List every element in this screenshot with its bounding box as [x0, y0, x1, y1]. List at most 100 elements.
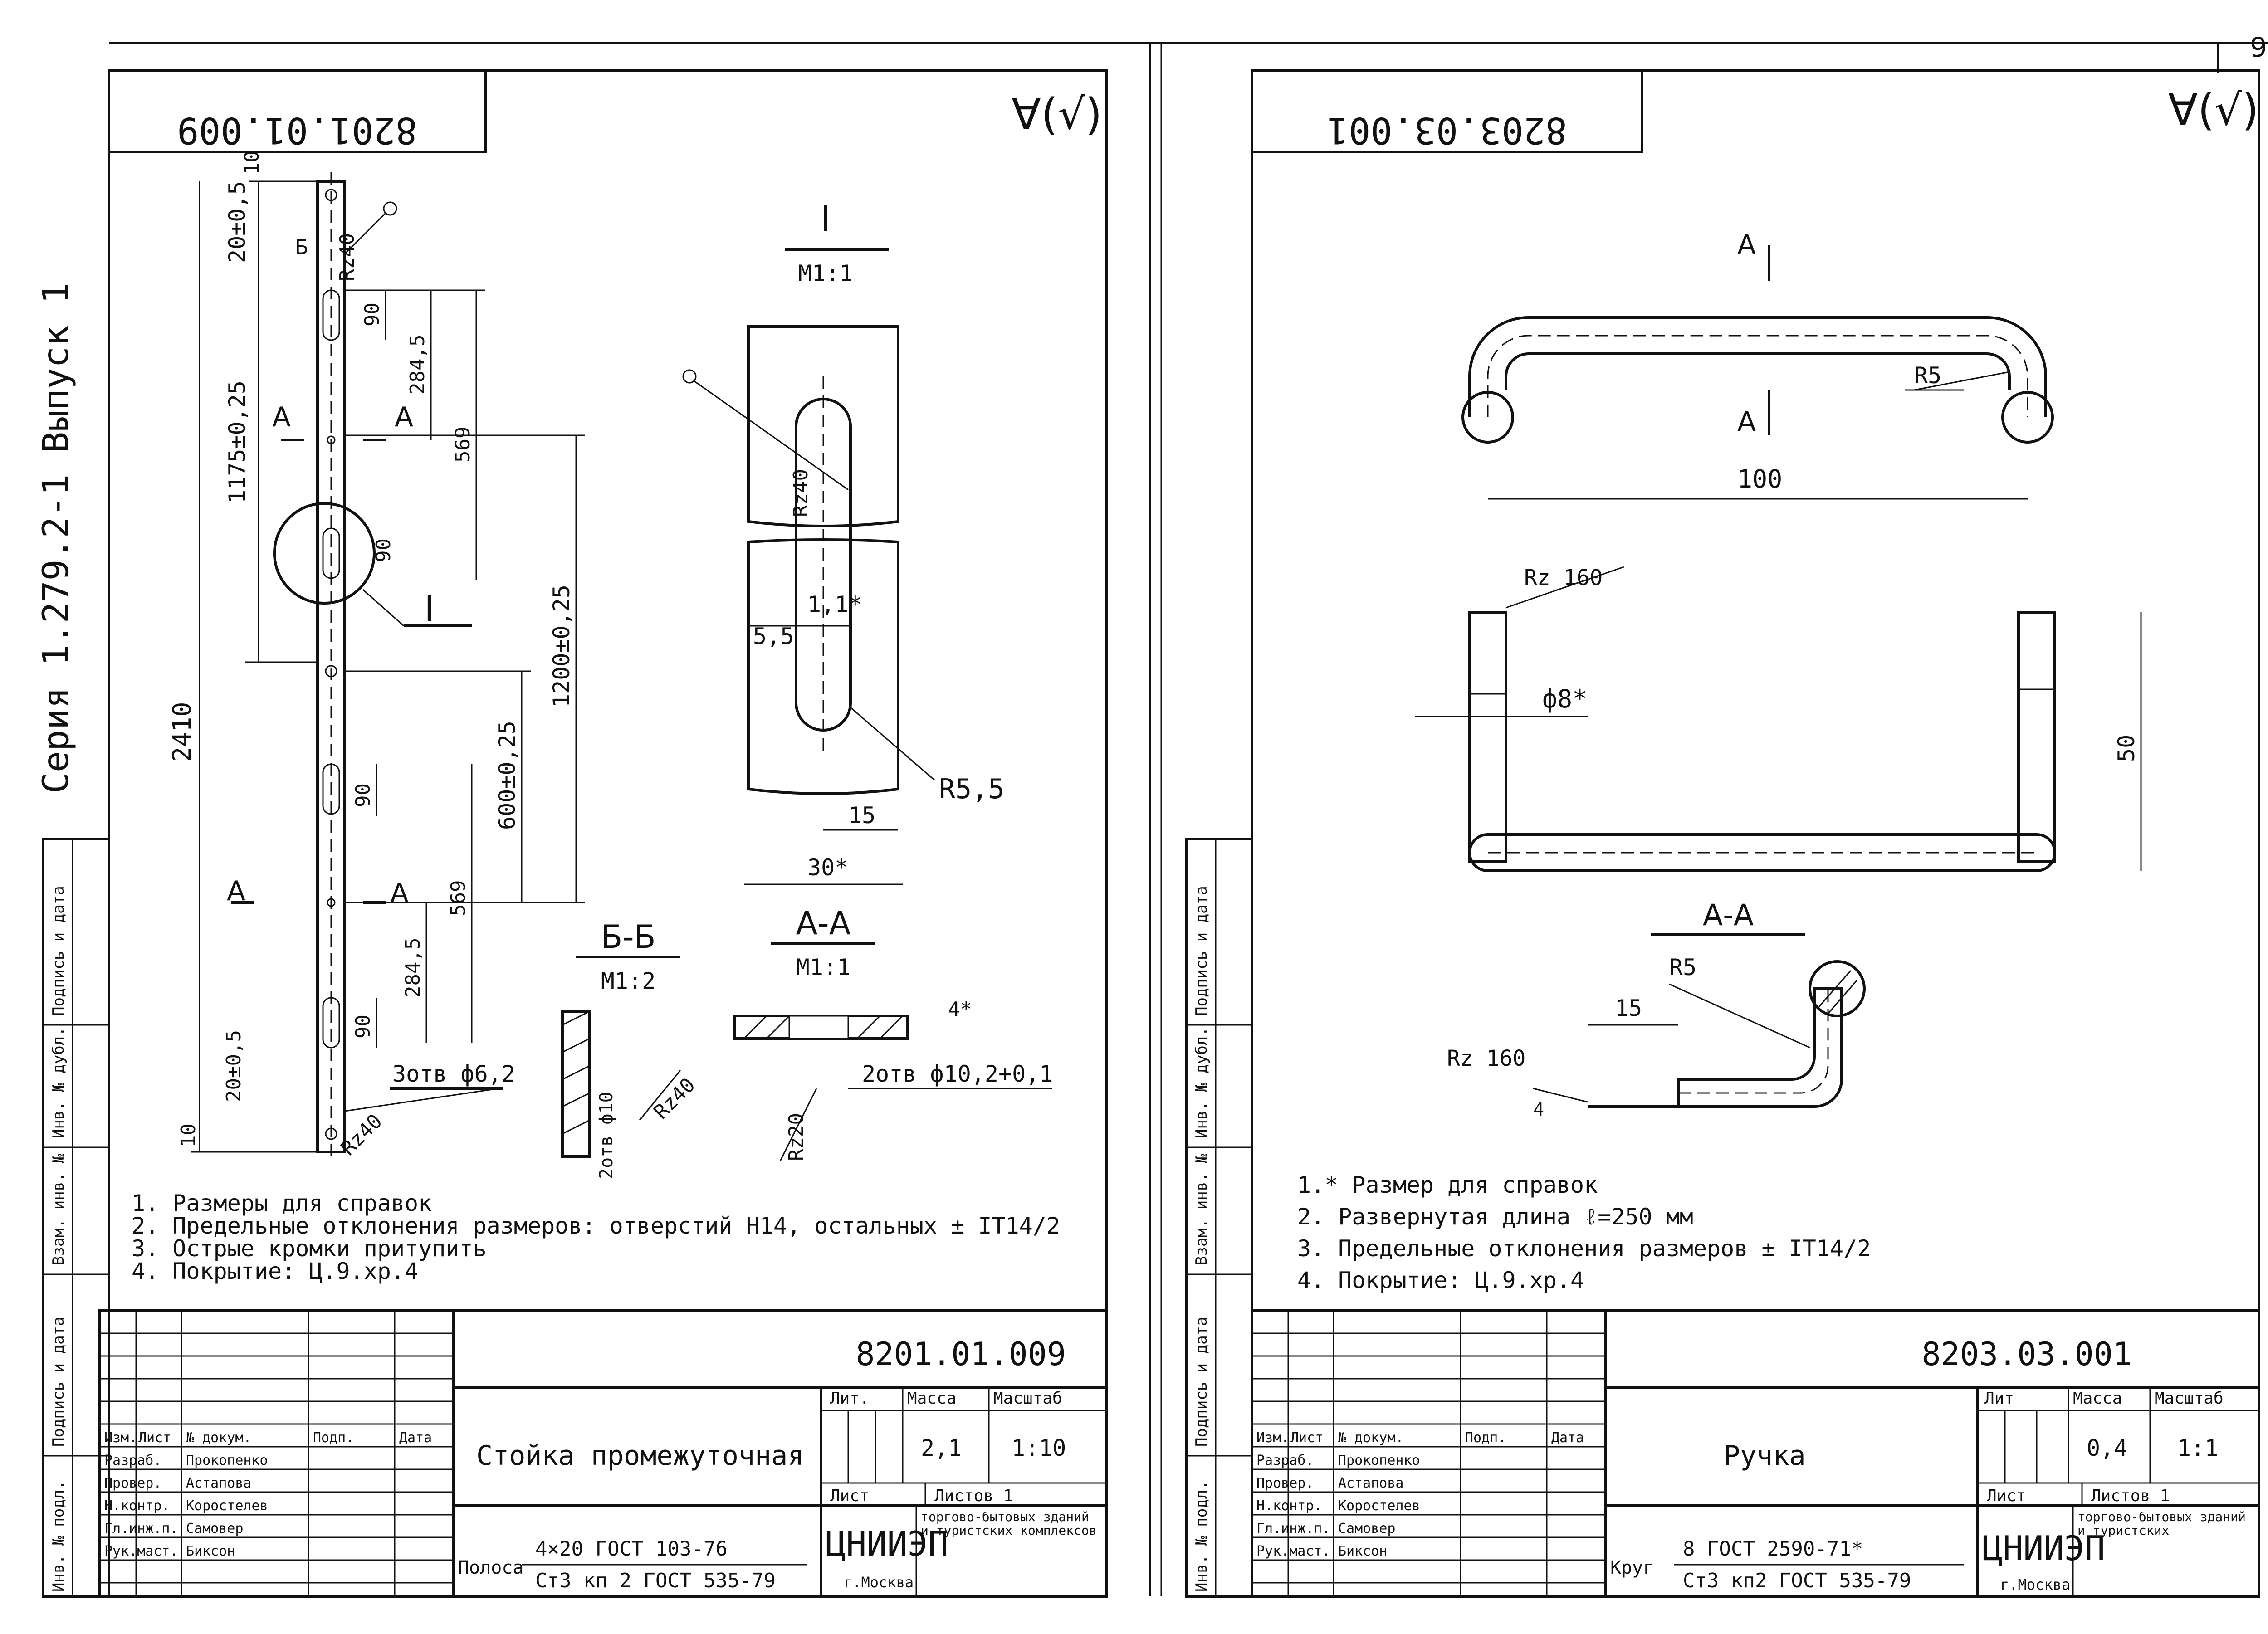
left-tb-org-sub-wrap: торгово-бытовых зданий и туристских комп…	[921, 1510, 1097, 1537]
left-tb-date: Дата	[399, 1430, 432, 1446]
right-note-4: 4. Покрытие: Ц.9.хр.4	[1297, 1267, 1584, 1293]
r55: R5,5	[939, 773, 1005, 805]
right-rz160b: Rz 160	[1447, 1046, 1525, 1071]
left-tb-role-1: Разраб.	[104, 1453, 161, 1468]
right-tb-material-prefix: Круг	[1610, 1557, 1654, 1578]
right-note-1: 1.* Размер для справок	[1297, 1172, 1598, 1198]
hatch-aa-2	[766, 1015, 790, 1039]
left-tb-sign: Подп.	[313, 1430, 354, 1446]
left-tb-role-4: Гл.инж.п.	[104, 1521, 178, 1536]
r5-leader	[1914, 371, 2010, 391]
right-section-aa-axis	[1678, 989, 1829, 1094]
right-label-a2: А	[1737, 406, 1756, 438]
detail-view-bottom-part	[747, 538, 899, 795]
left-tb-frame	[98, 1309, 1108, 1598]
right-side-stamp: Подпись и дата Инв. № дубл. Взам. инв. №…	[1185, 838, 1253, 1598]
left-tb-list: Лист	[138, 1430, 171, 1446]
left-tb-org: ЦНИИЭП	[826, 1524, 948, 1564]
right-rz160a: Rz 160	[1524, 565, 1603, 590]
right-hatch-2	[1827, 979, 1858, 1014]
hatch-aa-3	[856, 1015, 881, 1039]
left-tb-name-3: Коростелев	[186, 1498, 268, 1514]
label-a1: А	[272, 401, 291, 433]
right-roughness-mark: ∀(√)	[2168, 85, 2259, 135]
dim-2845b: 284,5	[401, 938, 425, 998]
label-a4: А	[390, 878, 409, 909]
left-tb-role-3: Н.контр.	[104, 1498, 170, 1514]
left-tb-material-prefix: Полоса	[458, 1557, 524, 1578]
dim-20b: 20±0,5	[222, 1030, 245, 1102]
dim-55: 5,5	[753, 623, 794, 649]
dim-11: 1,1*	[807, 591, 862, 618]
right-tb-role-3: Н.контр.	[1256, 1498, 1322, 1514]
right-stamp-cell-5: Инв. № подл.	[1193, 1480, 1211, 1592]
r55-leader	[850, 707, 935, 781]
right-stamp-cell-4: Подпись и дата	[1193, 1317, 1211, 1447]
right-tb-org-sub-wrap: торгово-бытовых зданий и туристских	[2077, 1510, 2246, 1538]
right-tb-izm: Изм.	[1256, 1430, 1289, 1446]
section-bb-scale: М1:2	[601, 968, 655, 994]
handle-bar	[1468, 833, 2056, 872]
left-title-block: Изм. Лист № докум. Подп. Дата Разраб. Пр…	[98, 1309, 1108, 1598]
dim-90b: 90	[372, 538, 395, 562]
section-bb-body	[561, 1010, 591, 1158]
dim-20: 20±0,5	[224, 181, 250, 263]
dim-4: 4*	[948, 998, 972, 1021]
left-stamp-cell-1: Подпись и дата	[49, 886, 68, 1016]
left-tb-sheets: Листов 1	[934, 1487, 1013, 1505]
right-tb-org: ЦНИИЭП	[1982, 1528, 2105, 1568]
rz160-leader	[1505, 566, 1624, 609]
left-tb-name-5: Биксон	[186, 1543, 235, 1559]
left-tb-mass-value: 2,1	[921, 1435, 962, 1461]
section-aa-hole	[788, 1015, 849, 1039]
right-tb-date: Дата	[1551, 1430, 1584, 1446]
right-tb-material-top: 8 ГОСТ 2590-71*	[1683, 1537, 1863, 1561]
detail-rz40: Rz40	[789, 469, 812, 517]
right-tb-name-1: Прокопенко	[1338, 1453, 1420, 1468]
hatch-bb-1	[562, 1010, 590, 1026]
right-tb-role-2: Провер.	[1256, 1475, 1314, 1491]
slot-3	[322, 763, 340, 815]
detail-rz-circle	[682, 369, 697, 384]
dim-10-top: 10	[240, 151, 264, 175]
right-code-box	[1251, 69, 1643, 153]
left-note-1: 1. Размеры для справок	[132, 1190, 432, 1216]
left-tb-mass: Масса	[907, 1389, 956, 1408]
section-aa-scale: М1:1	[796, 954, 850, 980]
dim-30: 30*	[807, 854, 848, 881]
left-roughness-mark: ∀(√)	[1012, 90, 1102, 140]
dim-600: 600±0,25	[494, 721, 520, 830]
left-side-stamp: Подпись и дата Инв. № дубл. Взам. инв. №…	[42, 838, 110, 1598]
left-stamp-cell-3: Взам. инв. №	[49, 1154, 68, 1265]
left-tb-sheet: Лист	[830, 1487, 870, 1505]
detail-scale: М1:1	[798, 260, 853, 287]
hole-small-2	[327, 898, 336, 907]
right-tb-mass: Масса	[2073, 1389, 2122, 1408]
slot-1	[322, 289, 340, 341]
left-note-3: 3. Острые кромки притупить	[132, 1235, 487, 1262]
holes-leader	[344, 1088, 499, 1112]
left-stamp-cell-4: Подпись и дата	[49, 1317, 68, 1447]
left-tb-name-4: Самовер	[186, 1521, 243, 1536]
hatch-bb-3	[562, 1065, 590, 1080]
left-stamp-cell-5: Инв. № подл.	[49, 1480, 68, 1592]
left-side-stamp-frame	[42, 838, 110, 1598]
right-side-stamp-frame	[1185, 838, 1253, 1598]
hole-top	[325, 189, 337, 201]
right-tb-name-3: Коростелев	[1338, 1498, 1420, 1514]
left-code-box-text: 8201.01.009	[177, 109, 417, 151]
left-tb-doc: № докум.	[186, 1430, 252, 1446]
right-tb-role-5: Рук.маст.	[1256, 1543, 1330, 1559]
dim-15: 15	[848, 802, 875, 829]
r5b-leader	[1669, 983, 1810, 1049]
right-tb-mass-value: 0,4	[2087, 1435, 2127, 1461]
right-tb-org-sub: торгово-бытовых зданий и туристских	[2077, 1510, 2246, 1538]
handle-leg-right	[2017, 611, 2056, 863]
detail-circle	[273, 502, 376, 605]
left-tb-material-bottom: Ст3 кп 2 ГОСТ 535-79	[535, 1569, 776, 1592]
left-note-4: 4. Покрытие: Ц.9.хр.4	[132, 1258, 418, 1284]
right-stamp-cell-1: Подпись и дата	[1193, 886, 1211, 1016]
right-tb-name-5: Биксон	[1338, 1543, 1387, 1559]
dim-2410: 2410	[167, 702, 196, 762]
right-tb-material-bottom: Ст3 кп2 ГОСТ 535-79	[1683, 1569, 1911, 1592]
